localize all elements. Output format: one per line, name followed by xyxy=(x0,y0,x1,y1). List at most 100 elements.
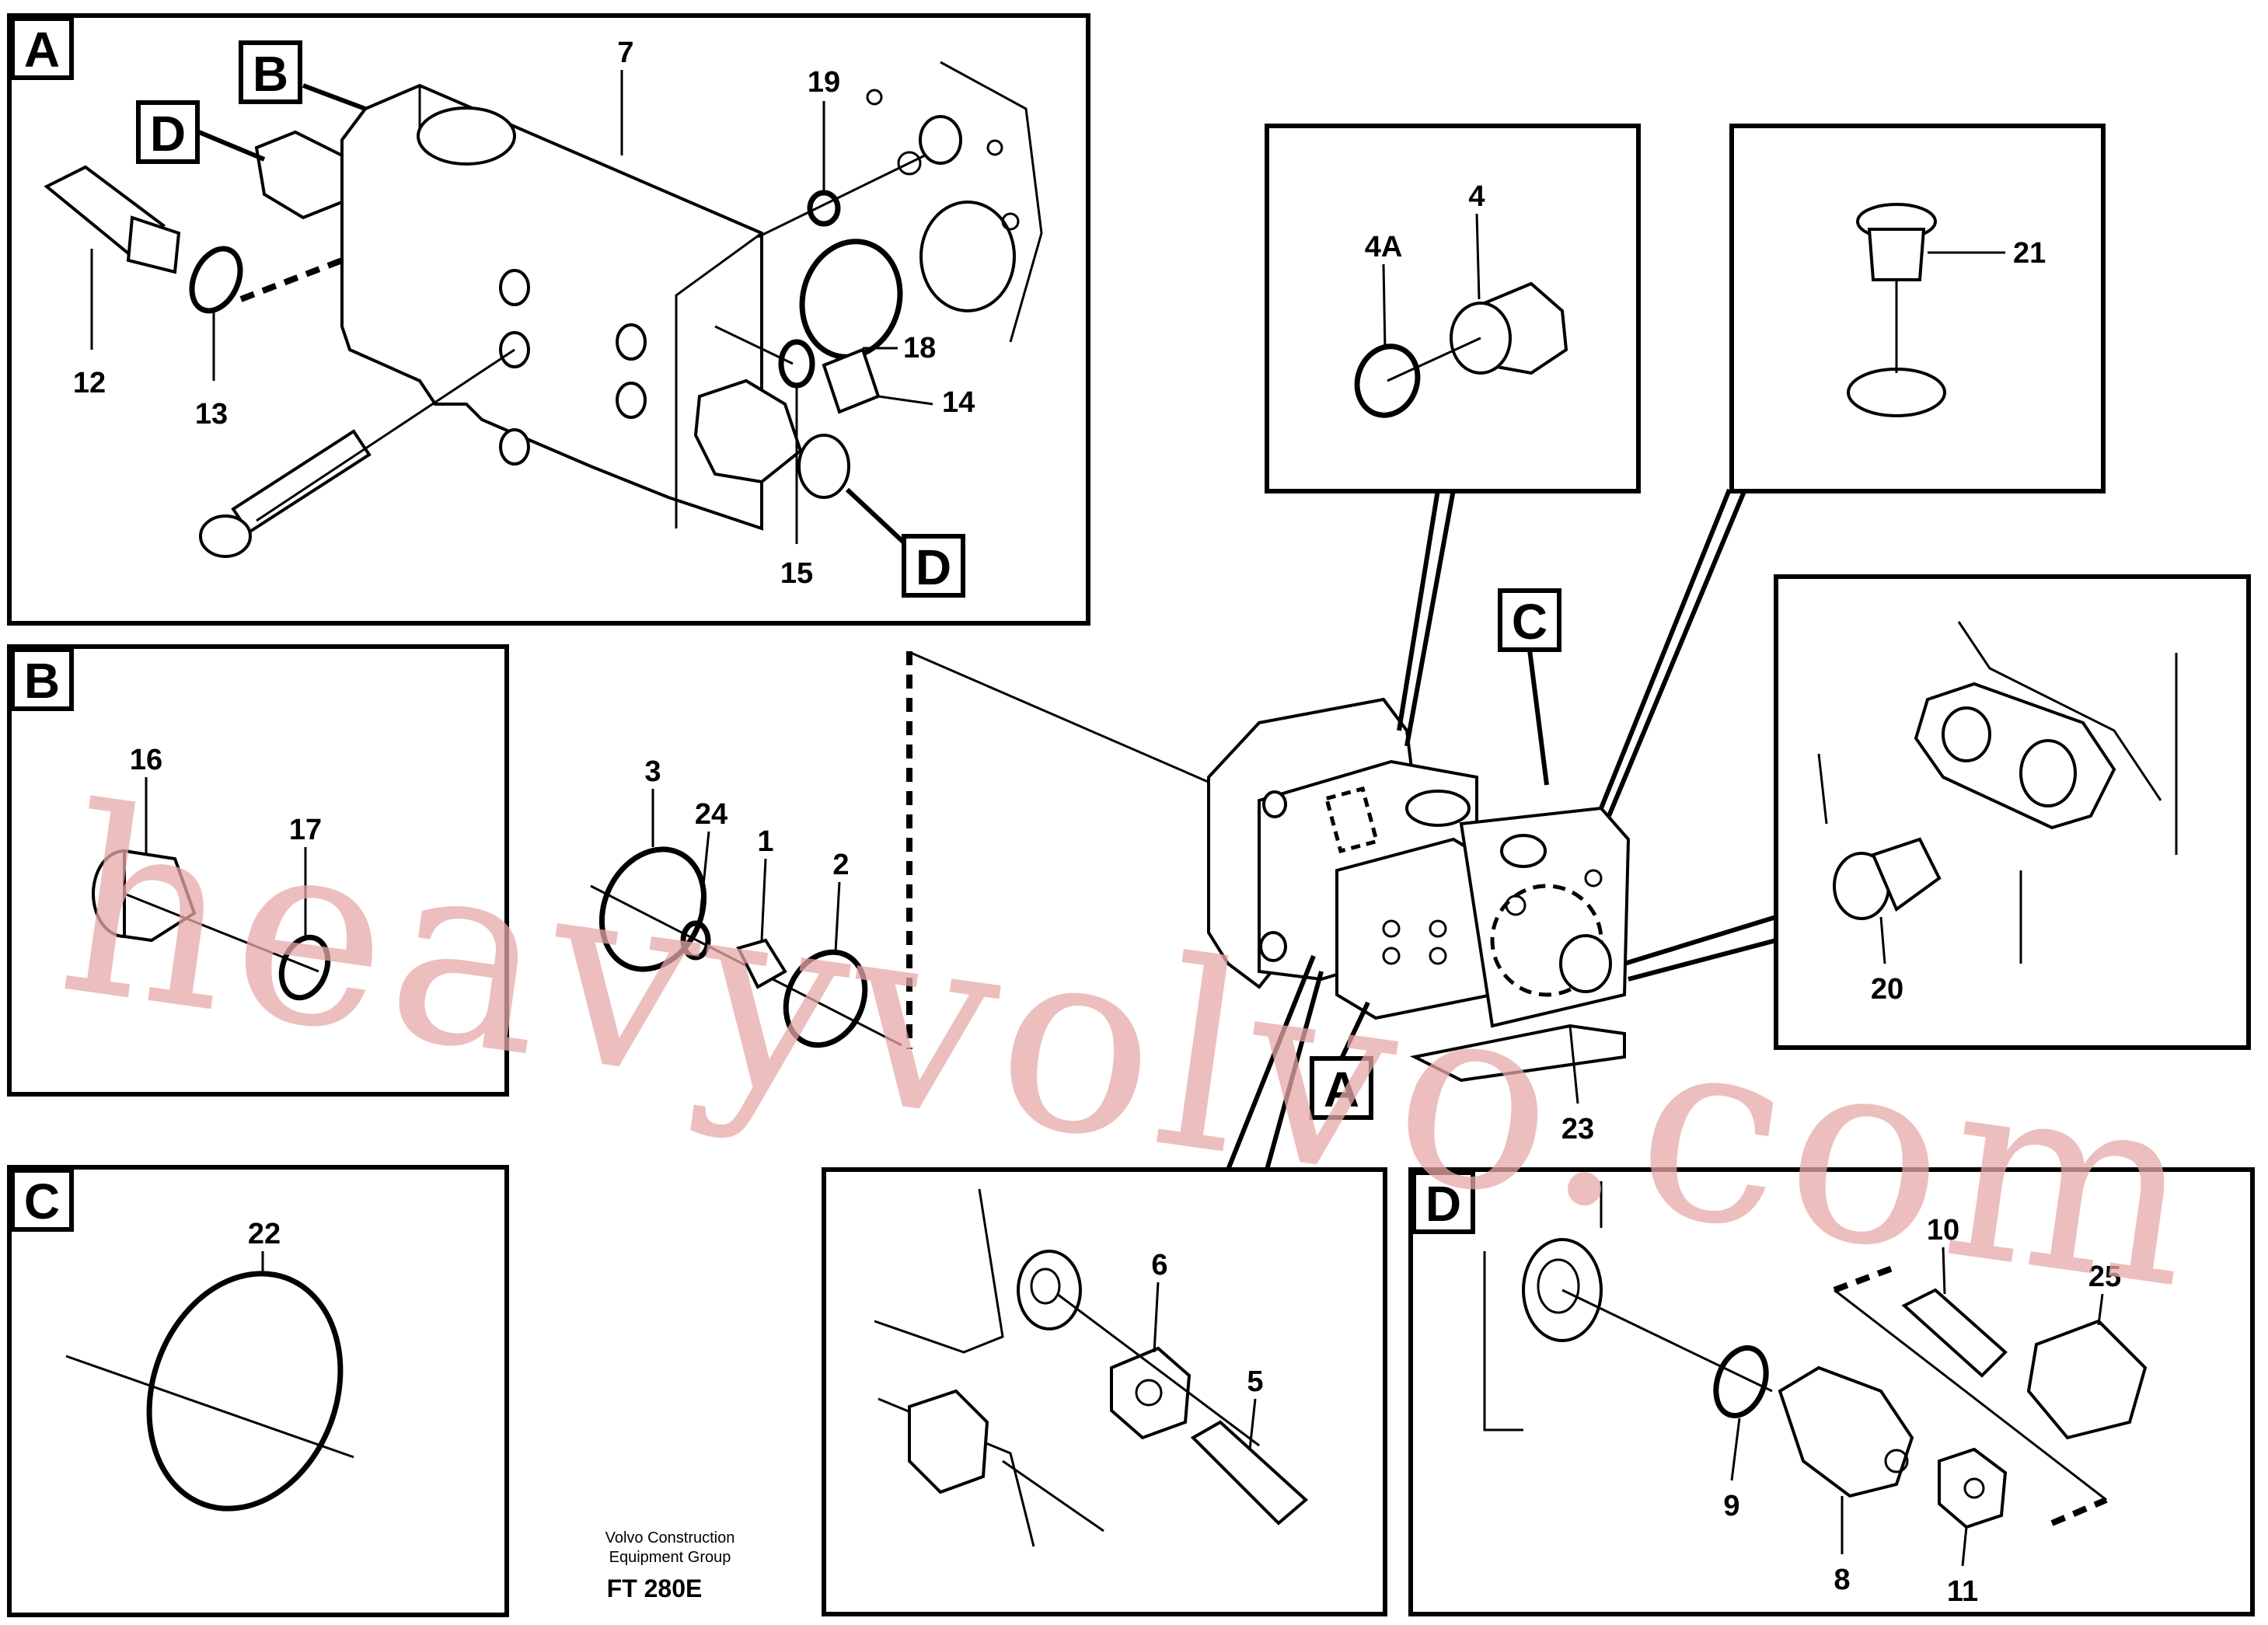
callout-15: 15 xyxy=(780,557,813,590)
leader-to-panel-20 xyxy=(1624,915,1777,966)
panel-b: B 16 17 xyxy=(7,644,509,1097)
panel-6: 6 5 xyxy=(822,1167,1387,1616)
leader-to-panel-6 xyxy=(1226,954,1316,1171)
middle-parts: 3 24 1 2 xyxy=(590,651,1225,1049)
assembly-bolt xyxy=(1259,931,1287,962)
fitting-8-hole xyxy=(1884,1449,1909,1473)
plug-16 xyxy=(123,849,197,943)
callout-11: 11 xyxy=(1947,1575,1978,1608)
leader-4 xyxy=(1475,213,1481,300)
panel-b-frame xyxy=(7,644,509,1097)
leader-assembly-a xyxy=(1339,1001,1370,1060)
panel-b-label: B xyxy=(24,653,60,709)
assembly-hole xyxy=(1382,919,1401,938)
panel-21: 21 xyxy=(1729,124,2106,493)
extension-line-top xyxy=(910,651,1225,790)
seal-21 xyxy=(1847,368,1946,417)
callout-17: 17 xyxy=(289,814,322,846)
leader-to-panel-21 xyxy=(1599,488,1732,810)
panel-c: C 22 xyxy=(7,1165,509,1617)
label-d-bottom-box xyxy=(902,534,965,598)
nut-6 xyxy=(1110,1346,1192,1440)
valve-end-plate xyxy=(940,61,1043,343)
assembly-hole xyxy=(1382,947,1401,965)
callout-24: 24 xyxy=(695,798,728,831)
label-b: B xyxy=(253,46,288,102)
assembly-port xyxy=(1405,790,1471,827)
assembly-fitting xyxy=(1559,934,1612,993)
assembly-label-a-box xyxy=(1310,1056,1373,1120)
leader-2 xyxy=(834,881,841,953)
panel-a: A xyxy=(7,13,1090,626)
fitting-12-thread xyxy=(126,215,181,274)
assembly-hole xyxy=(1584,869,1603,887)
leader-14 xyxy=(878,395,933,406)
plate-hole xyxy=(1001,212,1020,231)
callout-2: 2 xyxy=(832,849,849,881)
leader-24 xyxy=(698,831,710,924)
fitting-d-top xyxy=(254,130,344,220)
valve-end-bore xyxy=(919,201,1016,312)
leader-to-panel-4 xyxy=(1397,489,1440,731)
plug-21-thread xyxy=(1867,228,1926,281)
detail-4-callout-box xyxy=(1324,786,1380,854)
leader-to-panel-21b xyxy=(1607,488,1747,818)
panel-a-label: A xyxy=(24,22,60,78)
leader-assembly-c xyxy=(1527,649,1549,786)
valve-body-edges xyxy=(418,85,762,528)
fitting-8 xyxy=(1778,1365,1914,1498)
panel-6-hex xyxy=(908,1389,989,1494)
ring-9 xyxy=(1713,1344,1769,1419)
callout-14: 14 xyxy=(942,386,975,419)
footer-line-2: Equipment Group xyxy=(609,1549,731,1566)
panel-d-label: D xyxy=(1425,1176,1461,1232)
part-1 xyxy=(736,938,787,989)
callout-20: 20 xyxy=(1871,973,1903,1006)
leader-23 xyxy=(1568,1025,1579,1104)
leader-25 xyxy=(2097,1293,2104,1326)
callout-23: 23 xyxy=(1561,1113,1594,1146)
label-b-box xyxy=(239,40,302,104)
leader-20 xyxy=(1879,916,1886,964)
panel-c-label: C xyxy=(24,1173,60,1229)
panel-20-lines xyxy=(1817,653,2178,964)
label-d-top: D xyxy=(150,106,186,162)
callout-13: 13 xyxy=(195,398,228,431)
callout-16: 16 xyxy=(130,744,162,776)
footer: Volvo Construction Equipment Group FT 28… xyxy=(605,1529,735,1602)
callout-5: 5 xyxy=(1247,1365,1263,1398)
panel-20-bore xyxy=(2019,739,2077,807)
axis-15 xyxy=(714,325,794,365)
panel-d: D 10 25 9 8 11 xyxy=(1408,1167,2255,1616)
plate-hole xyxy=(986,139,1003,156)
panel-20-port xyxy=(1942,706,1991,762)
footer-code: FT 280E xyxy=(607,1574,703,1602)
extension-line-d xyxy=(1834,1288,2107,1501)
ring-18 xyxy=(799,239,903,360)
bolt-head xyxy=(199,514,252,558)
panel-d-bore xyxy=(1537,1258,1580,1314)
ring-3 xyxy=(598,846,707,972)
ring-24 xyxy=(680,920,711,961)
dash-line-d-bottom xyxy=(2050,1497,2108,1526)
assembly-label-a: A xyxy=(1324,1062,1359,1118)
panel-21-frame xyxy=(1729,124,2106,493)
leader-to-panel-4b xyxy=(1404,489,1456,747)
callout-7: 7 xyxy=(617,37,633,69)
panel-6-hole xyxy=(1030,1268,1061,1305)
callout-4a: 4A xyxy=(1365,231,1403,263)
leader-5 xyxy=(1248,1398,1257,1450)
panel-6-frame xyxy=(822,1167,1387,1616)
callout-6: 6 xyxy=(1151,1249,1167,1282)
nut-6-hole xyxy=(1135,1379,1163,1407)
screw-5 xyxy=(1190,1420,1309,1526)
callout-4: 4 xyxy=(1468,180,1485,213)
panel-a-label-box xyxy=(10,16,74,80)
plate-hole xyxy=(866,89,883,106)
callout-3: 3 xyxy=(644,755,661,788)
panel-d-body-lines xyxy=(1483,1181,1603,1431)
callout-8: 8 xyxy=(1834,1564,1850,1596)
label-d-top-box xyxy=(136,100,200,164)
callout-19: 19 xyxy=(808,66,840,99)
